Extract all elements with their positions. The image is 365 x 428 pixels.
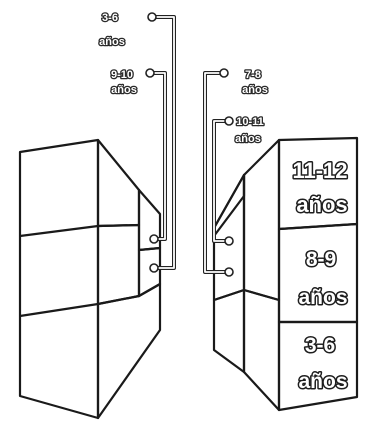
callout-7-8-range: 7-8 <box>245 69 261 81</box>
shelf-middle-range: 8-9 <box>306 248 336 271</box>
callout-labels: 3-6 años 9-10 años 7-8 años 10-11 años <box>98 11 269 147</box>
callout-10-11-range: 10-11 <box>236 116 264 128</box>
shelf-top-unit: años <box>296 192 347 217</box>
right-shelf-unit <box>212 136 359 412</box>
callout-7-8-unit: años <box>242 84 268 96</box>
left-shelf-divider-upper <box>19 224 99 238</box>
shelf-bottom-unit: años <box>298 370 347 393</box>
target-dot-right-lower <box>224 267 234 277</box>
left-shelf-side-top <box>96 138 141 228</box>
target-dot-right-upper <box>224 236 234 246</box>
left-shelf-side-bottom <box>96 282 162 420</box>
target-dot-orange <box>149 263 159 273</box>
right-shelf-side-gray-bottom <box>212 288 246 374</box>
callout-3-6-unit: años <box>99 36 125 48</box>
right-shelf-front-bottom <box>277 320 359 412</box>
left-shelf-unit <box>18 138 162 420</box>
leader-dots <box>145 12 234 277</box>
shelf-bottom-range: 3-6 <box>305 334 335 357</box>
left-shelf-side-middle <box>96 223 141 306</box>
right-shelf-side-gray-top <box>212 173 246 238</box>
left-shelf-front-face <box>18 138 100 420</box>
target-dot-left-green <box>149 234 159 244</box>
callout-dot-9-10 <box>145 68 155 78</box>
shelf-top-range: 11-12 <box>292 158 347 183</box>
callout-3-6-range: 3-6 <box>102 12 118 24</box>
callout-dot-7-8 <box>219 68 229 78</box>
callout-9-10-unit: años <box>111 84 137 96</box>
right-shelf-middle-green <box>242 138 281 302</box>
callout-dot-10-11 <box>224 116 234 126</box>
leader-lines <box>151 15 230 274</box>
left-shelf-divider-lower <box>19 302 99 318</box>
callout-9-10-range: 9-10 <box>111 69 133 81</box>
callout-dot-3-6 <box>147 12 157 22</box>
right-shelf-middle-yellow <box>242 288 281 412</box>
shelf-middle-unit: años <box>298 286 347 309</box>
shelf-face-labels: 11-12 años 8-9 años 3-6 años <box>291 157 349 395</box>
callout-10-11-unit: años <box>235 133 261 145</box>
